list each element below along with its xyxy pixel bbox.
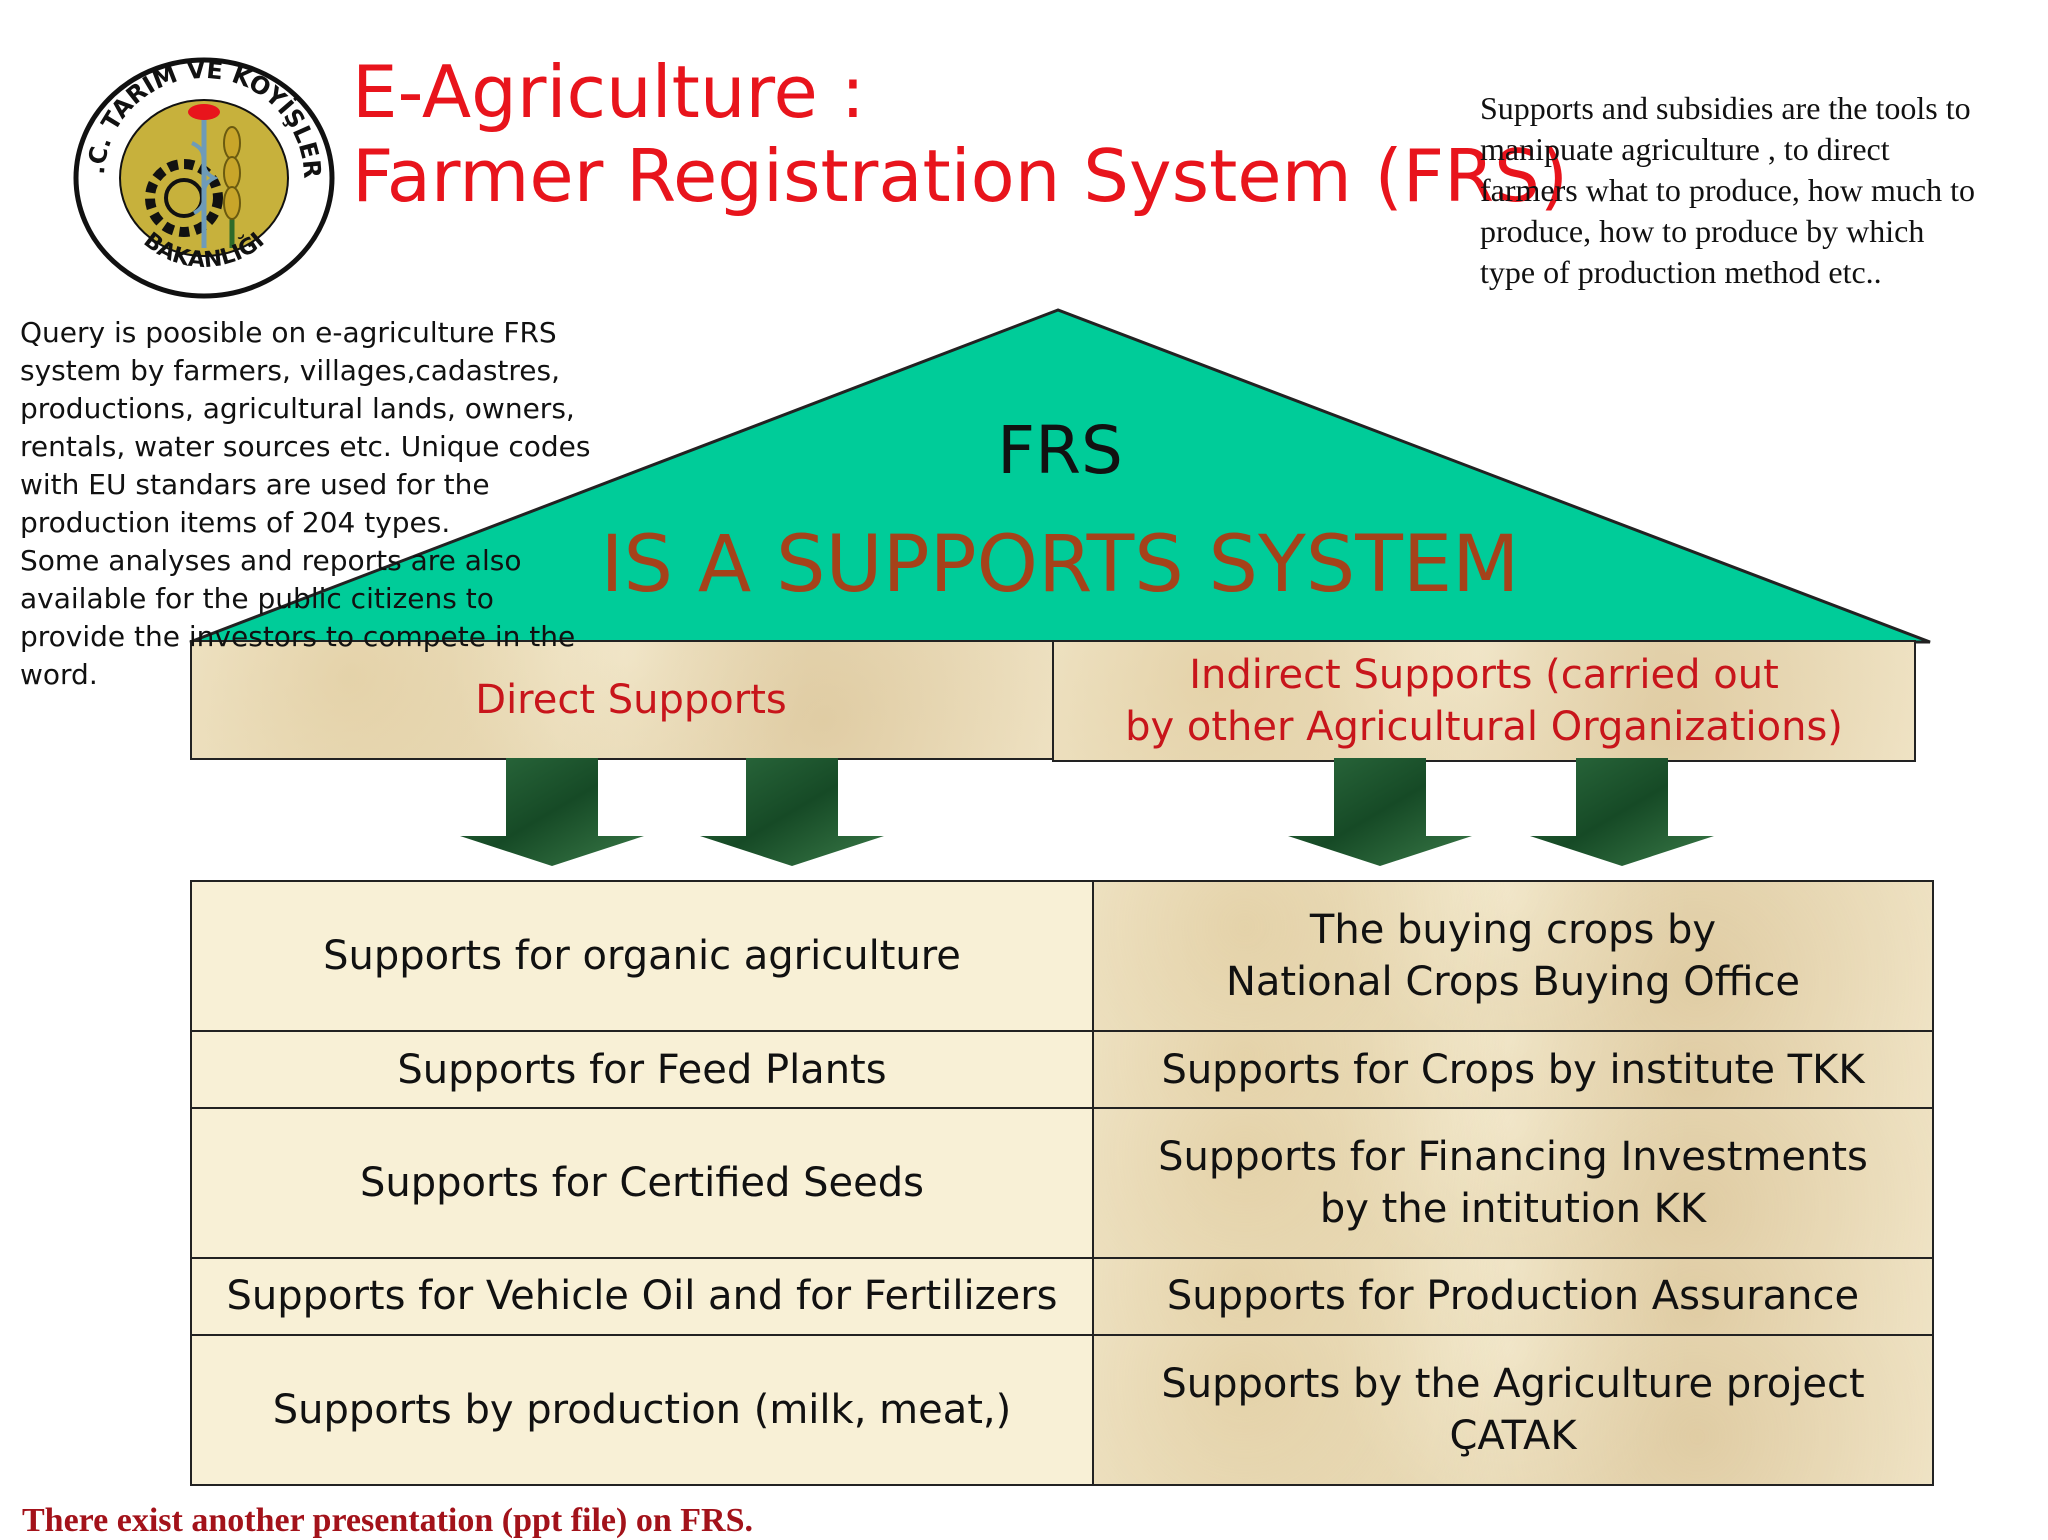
- cell-text: Supports for Feed Plants: [397, 1046, 887, 1093]
- subsidies-note-line: produce, how to produce by which: [1480, 213, 1925, 249]
- indirect-support-cell: Supports for Crops by institute TKK: [1092, 1030, 1934, 1109]
- cell-text: Supports for Certified Seeds: [360, 1159, 924, 1206]
- query-note-line: system by farmers, villages,cadastres,: [20, 354, 561, 387]
- query-note-line: with EU standars are used for the: [20, 468, 490, 501]
- down-arrow-icon: [460, 758, 644, 866]
- cell-text: Supports by production (milk, meat,): [272, 1386, 1012, 1433]
- direct-supports-box: Direct Supports: [190, 640, 1072, 760]
- indirect-supports-label-line-1: Indirect Supports (carried out: [1189, 652, 1779, 698]
- query-note-line: productions, agricultural lands, owners,: [20, 392, 575, 425]
- indirect-support-cell: Supports by the Agriculture project ÇATA…: [1092, 1333, 1934, 1487]
- table-row: Supports for organic agriculture The buy…: [190, 879, 1934, 1033]
- indirect-support-cell: Supports for Financing Investments by the…: [1092, 1106, 1934, 1260]
- down-arrow-icon: [700, 758, 884, 866]
- cell-text: Supports for Production Assurance: [1166, 1273, 1860, 1320]
- down-arrow-icon: [1288, 758, 1472, 866]
- subsidies-note-line: manipuate agriculture , to direct: [1480, 131, 1890, 167]
- direct-support-cell: Supports by production (milk, meat,): [190, 1333, 1094, 1487]
- subsidies-note: Supports and subsidies are the tools to …: [1480, 88, 2040, 293]
- indirect-support-cell: The buying crops by National Crops Buying…: [1092, 879, 1934, 1033]
- roof-label: FRS: [997, 412, 1123, 489]
- page-title-line-2: Farmer Registration System (FRS): [352, 134, 1568, 218]
- subsidies-note-line: farmers what to produce, how much to: [1480, 172, 1975, 208]
- table-row: Supports by production (milk, meat,) Sup…: [190, 1333, 1934, 1487]
- query-note-line: Some analyses and reports are also: [20, 544, 522, 577]
- caduceus-icon: [188, 104, 220, 248]
- cell-text: National Crops Buying Office: [1225, 959, 1801, 1006]
- query-note-line: word.: [20, 658, 98, 691]
- cell-text: Supports for organic agriculture: [323, 933, 961, 980]
- cell-text: Supports for Vehicle Oil and for Fertili…: [226, 1273, 1058, 1320]
- cell-text: The buying crops by: [1309, 907, 1717, 954]
- table-row: Supports for Vehicle Oil and for Fertili…: [190, 1257, 1934, 1336]
- cell-text: by the intitution KK: [1319, 1185, 1707, 1232]
- direct-support-cell: Supports for organic agriculture: [190, 879, 1094, 1033]
- wheat-icon: [223, 126, 241, 248]
- supports-table: Supports for organic agriculture The buy…: [190, 879, 1934, 1487]
- table-row: Supports for Feed Plants Supports for Cr…: [190, 1030, 1934, 1109]
- ministry-logo: T.C. TARIM VE KÖYİŞLERİ BAKANLIĞI: [64, 48, 335, 299]
- query-note: Query is poosible on e-agriculture FRS s…: [20, 314, 600, 694]
- query-note-line: rentals, water sources etc. Unique codes: [20, 430, 591, 463]
- direct-supports-label: Direct Supports: [475, 677, 787, 723]
- query-note-line: provide the investors to compete in the: [20, 620, 576, 653]
- subsidies-note-line: Supports and subsidies are the tools to: [1480, 90, 1971, 126]
- query-note-line: production items of 204 types.: [20, 506, 451, 539]
- roof-subtitle: IS A SUPPORTS SYSTEM: [600, 520, 1520, 610]
- table-row: Supports for Certified Seeds Supports fo…: [190, 1106, 1934, 1260]
- direct-support-cell: Supports for Feed Plants: [190, 1030, 1094, 1109]
- page-title-line-1: E-Agriculture :: [352, 50, 865, 134]
- cell-text: Supports for Financing Investments: [1158, 1133, 1868, 1180]
- down-arrow-icon: [1530, 758, 1714, 866]
- subsidies-note-line: type of production method etc..: [1480, 254, 1882, 290]
- indirect-support-cell: Supports for Production Assurance: [1092, 1257, 1934, 1336]
- indirect-supports-label-line-2: by other Agricultural Organizations): [1125, 704, 1843, 750]
- direct-support-cell: Supports for Vehicle Oil and for Fertili…: [190, 1257, 1094, 1336]
- indirect-supports-box: Indirect Supports (carried out by other …: [1052, 640, 1916, 762]
- query-note-line: available for the public citizens to: [20, 582, 494, 615]
- cell-text: Supports by the Agriculture project ÇATA…: [1161, 1360, 1865, 1459]
- direct-support-cell: Supports for Certified Seeds: [190, 1106, 1094, 1260]
- query-note-line: Query is poosible on e-agriculture FRS: [20, 316, 557, 349]
- footer-note: There exist another presentation (ppt fi…: [22, 1502, 753, 1539]
- cell-text: Supports for Crops by institute TKK: [1161, 1046, 1865, 1093]
